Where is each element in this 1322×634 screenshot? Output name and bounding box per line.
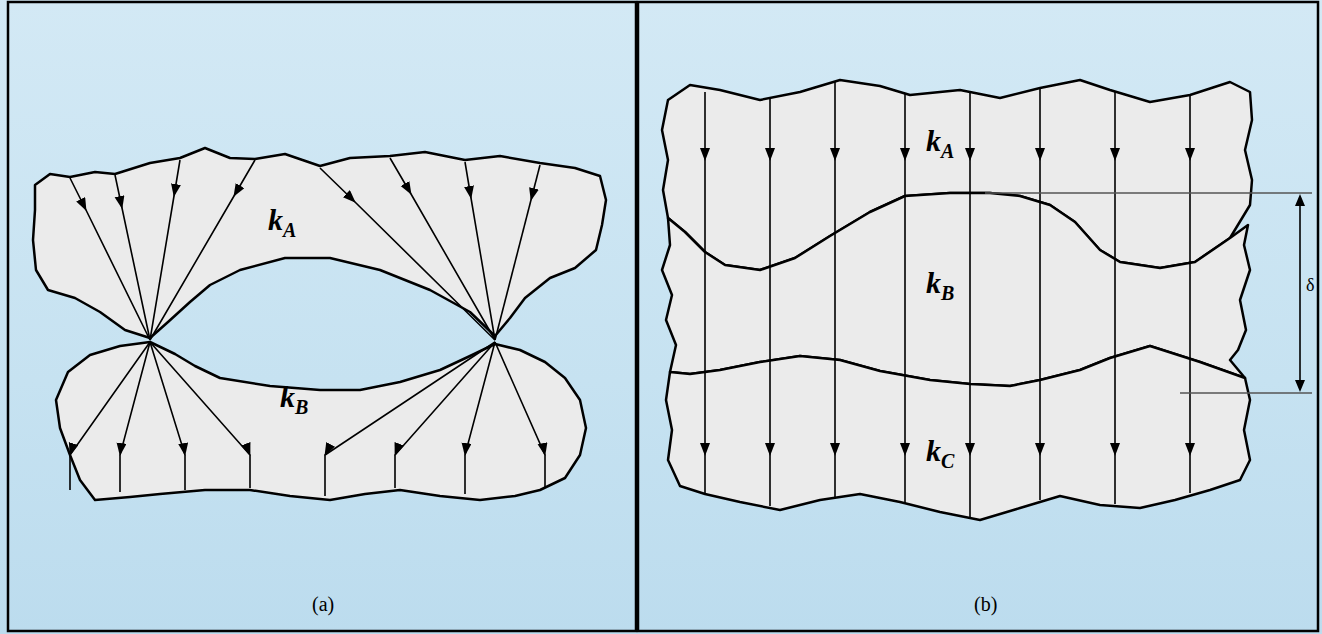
conductivity-label: kA [268, 205, 296, 240]
flow-lines [705, 82, 1190, 517]
conductivity-label: kB [280, 382, 308, 417]
conductivity-label: kB [926, 268, 954, 303]
flow-lines [70, 158, 545, 496]
solid-body [56, 342, 586, 500]
conductivity-label: kC [926, 436, 954, 471]
solid-layer [666, 346, 1250, 520]
panel-label: (b) [974, 594, 997, 614]
thickness-label: δ [1306, 276, 1314, 294]
conductivity-label: kA [926, 126, 954, 161]
thickness-dimension [985, 193, 1312, 393]
panel-frame [8, 2, 636, 631]
panel-label: (a) [312, 594, 334, 614]
dimension-arrow [1299, 200, 1301, 386]
panel-frame [638, 2, 1318, 631]
dimension-arrowheads [1295, 194, 1305, 392]
